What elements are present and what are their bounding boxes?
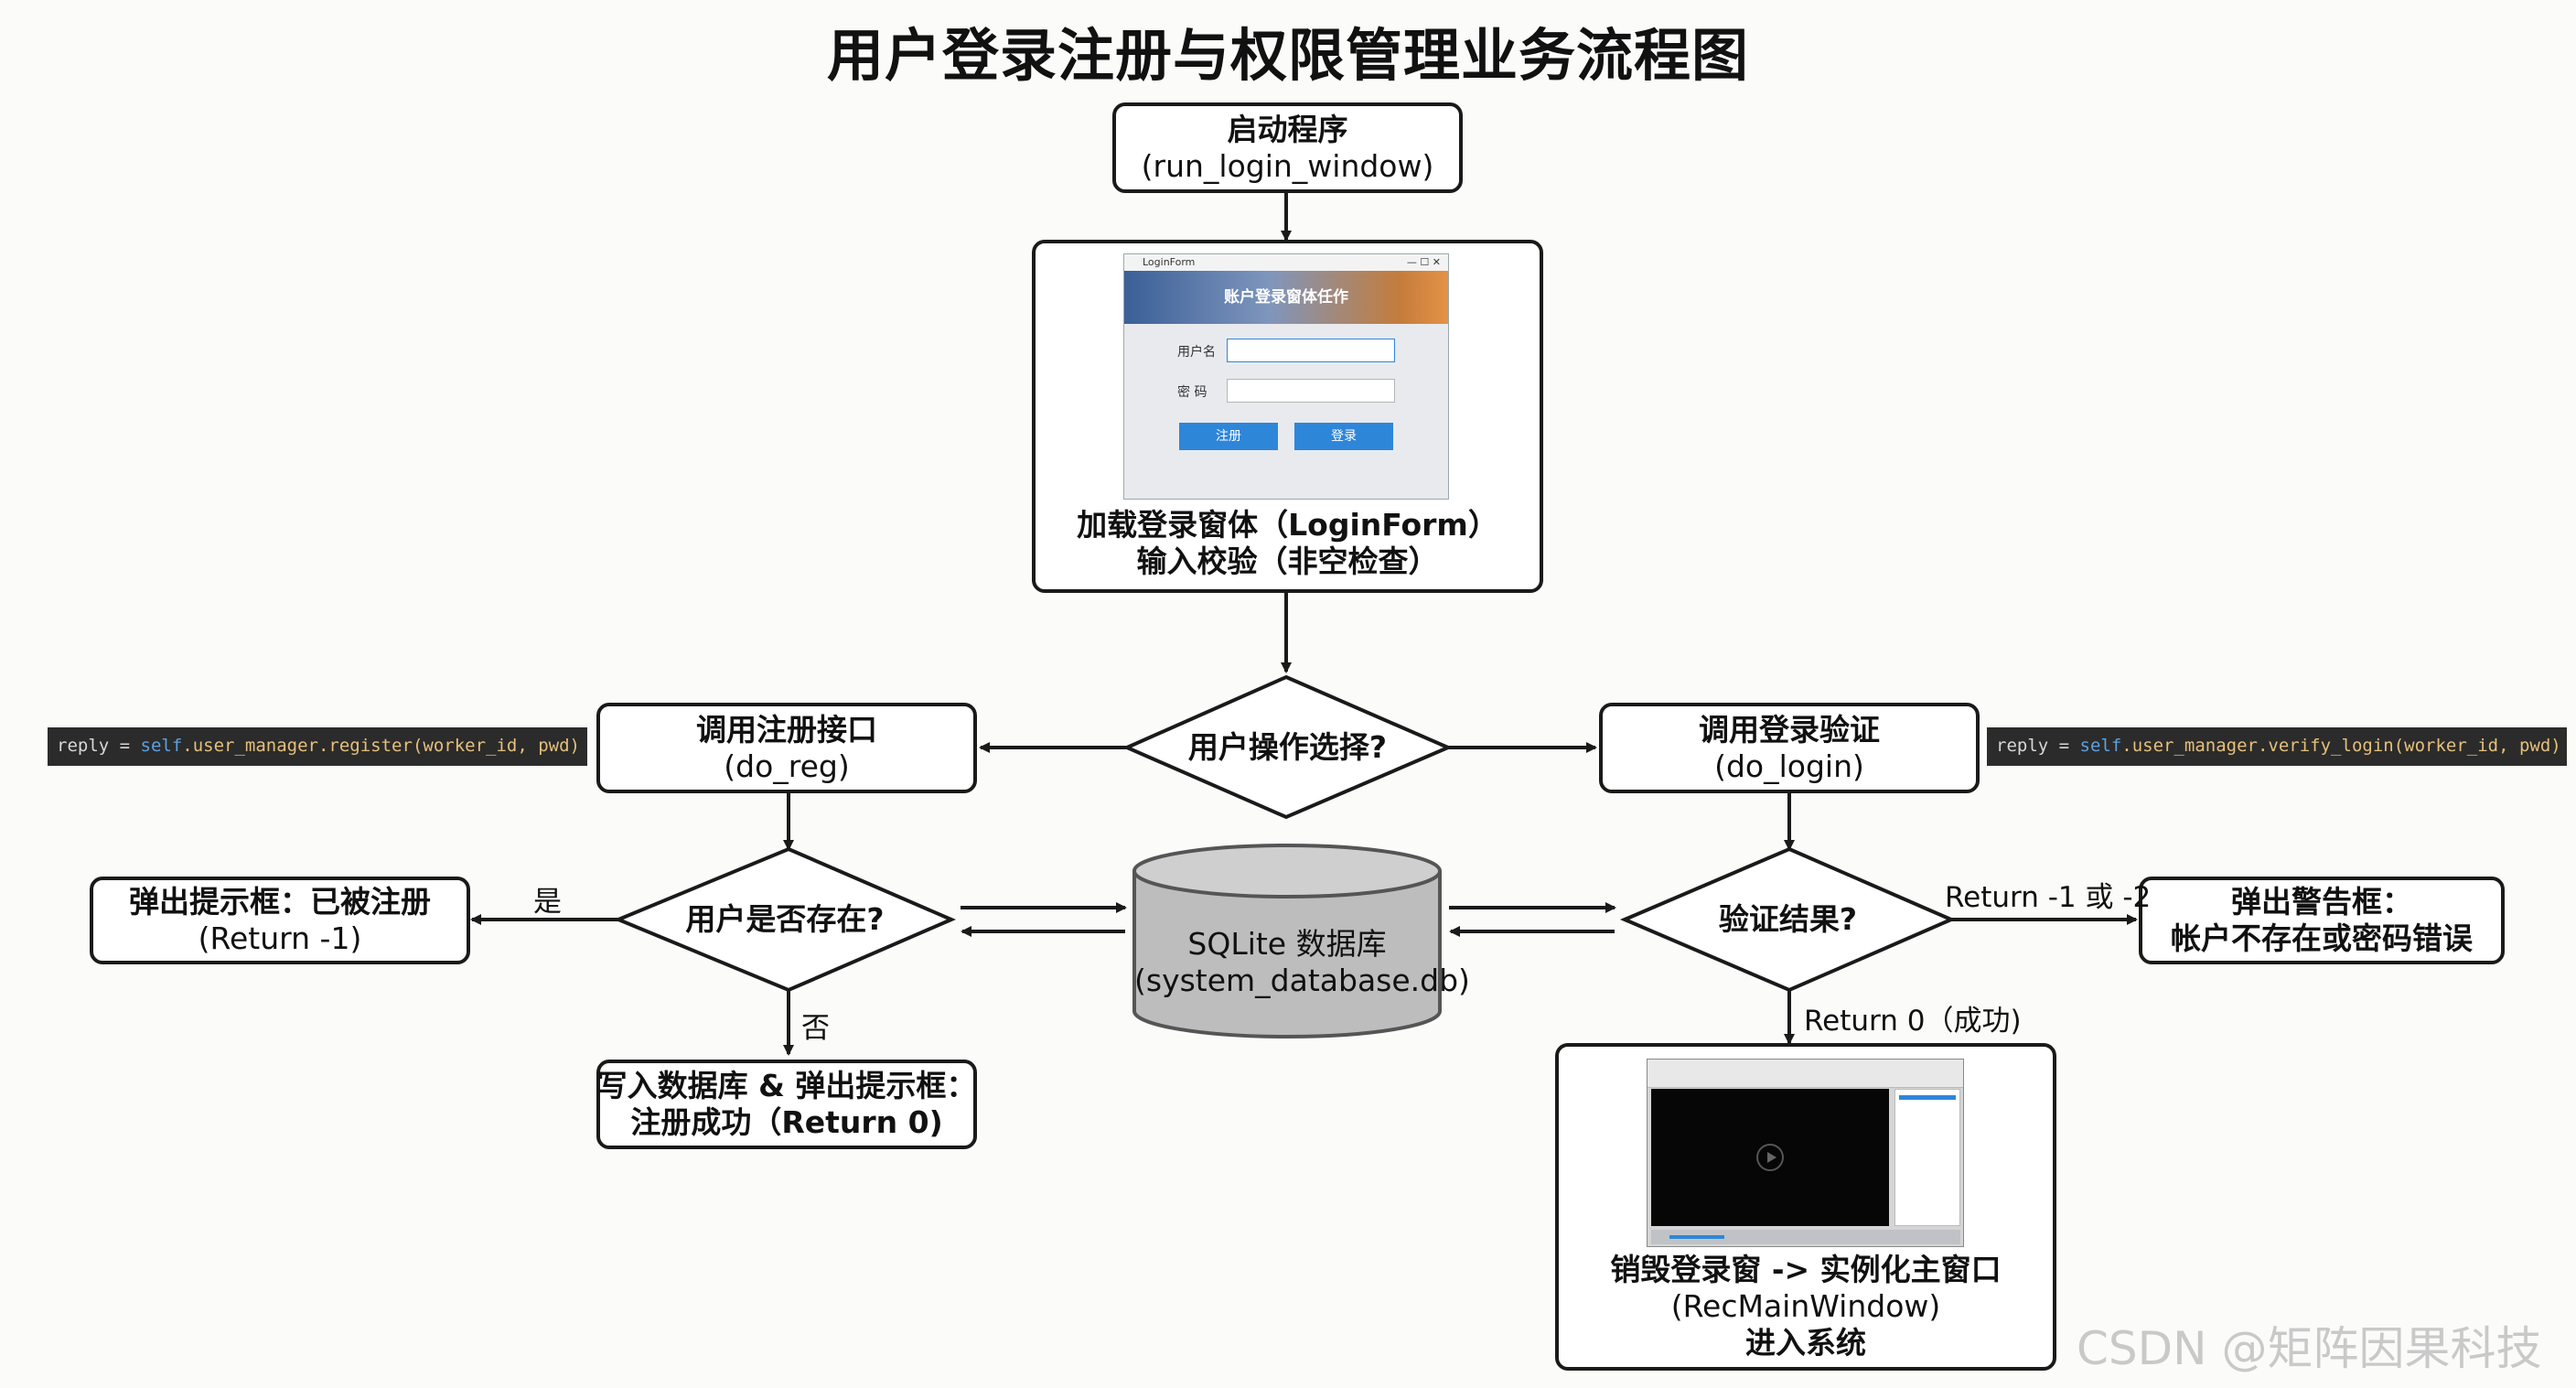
choice-diamond [1122,674,1454,820]
warning-line2: 帐户不存在或密码错误 [2171,920,2473,956]
diagram-title: 用户登录注册与权限管理业务流程图 [826,22,1749,89]
do-reg-title: 调用注册接口 [696,711,877,748]
do-login-title: 调用登录验证 [1699,711,1880,748]
login-mock-titlebar: LoginForm— ☐ ✕ [1124,254,1448,271]
register-button: 注册 [1179,423,1278,450]
verify-code-snippet: reply = self.user_manager.verify_login(w… [1987,727,2567,766]
edge-label-no: 否 [801,1012,830,1045]
edge-label-yes: 是 [533,886,562,919]
warning-node: 弹出警告框： 帐户不存在或密码错误 [2139,877,2505,964]
do-reg-subtitle: (do_reg) [724,748,850,784]
password-label: 密 码 [1177,385,1208,400]
database-cylinder [1132,844,1442,1038]
write-db-node: 写入数据库 & 弹出提示框： 注册成功（Return 0) [596,1060,977,1149]
do-login-node: 调用登录验证 (do_login) [1599,703,1980,793]
play-icon [1756,1144,1784,1171]
verify-result-label: 验证结果? [1718,901,1858,937]
choice-label: 用户操作选择? [1187,729,1388,765]
do-login-subtitle: (do_login) [1714,748,1864,784]
register-code-snippet: reply = self.user_manager.register(worke… [48,727,587,766]
edge-label-success: Return 0（成功) [1804,1005,2022,1038]
main-window-screenshot [1647,1059,1964,1247]
login-form-line1: 加载登录窗体（LoginForm） [1077,507,1498,543]
watermark: CSDN @矩阵因果科技 [2077,1322,2542,1375]
database-label: SQLite 数据库 (system_database.db) [1134,926,1470,999]
main-window-line3: 进入系统 [1745,1325,1866,1361]
already-registered-title: 弹出提示框：已被注册 [129,884,431,920]
do-reg-node: 调用注册接口 (do_reg) [596,703,977,793]
already-registered-node: 弹出提示框：已被注册 (Return -1) [90,877,470,964]
user-exists-diamond [613,846,957,993]
warning-line1: 弹出警告框： [2231,884,2412,920]
main-mock-toolbar [1648,1060,1963,1088]
main-mock-sidebar [1894,1089,1960,1226]
start-subtitle: (run_login_window) [1141,147,1434,184]
database-filename: (system_database.db) [1134,963,1470,998]
write-db-line2: 注册成功（Return 0) [630,1104,943,1140]
login-mock-banner: 账户登录窗体任作 [1124,271,1448,324]
start-title: 启动程序 [1227,111,1348,147]
edge-label-fail: Return -1 或 -2 [1945,881,2152,914]
main-window-line1: 销毁登录窗 -> 实例化主窗口 [1610,1252,2002,1287]
verify-result-diamond [1619,846,1957,993]
start-node: 启动程序 (run_login_window) [1112,102,1463,193]
database-title: SQLite 数据库 [1187,926,1387,962]
login-button: 登录 [1294,423,1393,450]
video-area [1651,1089,1889,1226]
username-label: 用户名 [1177,345,1216,360]
login-form-line2: 输入校验（非空检查） [1136,543,1439,579]
write-db-line1: 写入数据库 & 弹出提示框： [596,1068,977,1103]
password-field [1227,379,1395,403]
username-field [1227,339,1395,362]
user-exists-label: 用户是否存在? [685,901,885,937]
main-mock-controls [1651,1230,1960,1244]
already-registered-return: (Return -1) [198,920,362,956]
main-window-line2: (RecMainWindow) [1670,1288,1941,1324]
login-form-screenshot: LoginForm— ☐ ✕ 账户登录窗体任作 用户名 密 码 注册 登录 [1123,253,1449,500]
